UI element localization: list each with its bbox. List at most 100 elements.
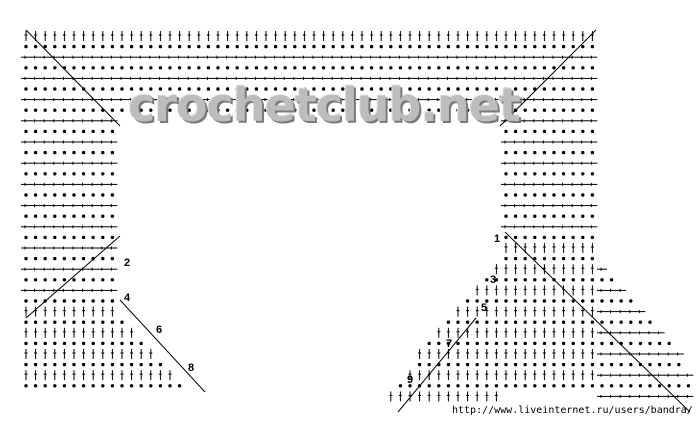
chain-dot bbox=[513, 256, 518, 261]
chain-dot bbox=[149, 108, 153, 112]
chain-dot bbox=[101, 129, 105, 134]
chain-dot bbox=[619, 299, 623, 303]
chain-dot bbox=[24, 66, 28, 70]
chain-dot bbox=[101, 214, 105, 218]
chain-dot bbox=[389, 108, 393, 112]
chain-dot bbox=[110, 172, 115, 176]
chain-dot bbox=[139, 341, 143, 346]
chain-dot bbox=[523, 44, 527, 49]
chain-dot bbox=[273, 44, 278, 49]
chain-dot bbox=[552, 235, 556, 240]
chain-dot bbox=[129, 66, 134, 70]
chain-dot bbox=[24, 384, 28, 388]
chain-dot bbox=[504, 341, 508, 346]
chain-dot bbox=[485, 362, 489, 367]
diagonal-stitch-top-left bbox=[25, 29, 121, 127]
chain-dot bbox=[168, 66, 172, 70]
chain-dot bbox=[91, 341, 95, 346]
chain-dot bbox=[62, 362, 67, 367]
chain-dot bbox=[331, 87, 335, 91]
chain-dot bbox=[33, 87, 38, 91]
chain-dot bbox=[552, 299, 556, 303]
chain-dot bbox=[629, 299, 633, 303]
chain-dot bbox=[465, 341, 470, 346]
chain-dot bbox=[398, 66, 403, 70]
chain-dot bbox=[581, 150, 585, 155]
chain-dot bbox=[24, 320, 28, 324]
chain-dot bbox=[581, 362, 585, 367]
chain-dot bbox=[542, 256, 547, 261]
chain-dot bbox=[552, 66, 556, 70]
chain-dot bbox=[33, 256, 38, 261]
chain-dot bbox=[523, 362, 527, 367]
chain-dot bbox=[456, 341, 460, 346]
chain-dot bbox=[43, 320, 47, 324]
chain-dot bbox=[110, 362, 115, 367]
chain-dot bbox=[523, 172, 527, 176]
chain-dot bbox=[437, 384, 441, 388]
chain-dot bbox=[523, 320, 527, 324]
chain-dot bbox=[552, 362, 556, 367]
chain-dot bbox=[504, 150, 508, 155]
chain-dot bbox=[24, 87, 28, 91]
chain-dot bbox=[225, 44, 230, 49]
chain-dot bbox=[33, 299, 38, 303]
chain-dot bbox=[72, 320, 76, 324]
chain-dot bbox=[542, 299, 547, 303]
chain-dot bbox=[283, 87, 287, 91]
chain-dot bbox=[581, 193, 585, 197]
chain-dot bbox=[62, 299, 67, 303]
chain-dot bbox=[81, 235, 86, 240]
chain-dot bbox=[590, 214, 595, 218]
chain-dot bbox=[629, 320, 633, 324]
chain-dot bbox=[561, 235, 566, 240]
chain-dot bbox=[149, 44, 153, 49]
chain-dot bbox=[590, 384, 595, 388]
chain-dot bbox=[120, 108, 124, 112]
chain-dot bbox=[33, 193, 38, 197]
chain-dot bbox=[465, 320, 470, 324]
diagonal-stitch-right-flare-outer bbox=[397, 317, 477, 413]
chain-dot bbox=[504, 320, 508, 324]
chain-dot bbox=[542, 278, 547, 282]
chain-dot bbox=[677, 384, 681, 388]
chain-dot bbox=[158, 384, 163, 388]
chain-dot bbox=[91, 129, 95, 134]
chain-dot bbox=[513, 87, 518, 91]
chain-dot bbox=[110, 129, 115, 134]
chain-dot bbox=[53, 214, 57, 218]
chain-dot bbox=[177, 87, 182, 91]
chain-dot bbox=[379, 66, 383, 70]
chain-dot bbox=[149, 66, 153, 70]
chain-dot bbox=[101, 235, 105, 240]
chain-dot bbox=[139, 108, 143, 112]
chain-dot bbox=[389, 66, 393, 70]
source-credit: http://www.liveinternet.ru/users/bandra/ bbox=[452, 405, 693, 416]
chain-dot bbox=[590, 362, 595, 367]
chain-dot bbox=[513, 320, 518, 324]
chain-dot bbox=[513, 278, 518, 282]
chain-dot bbox=[245, 87, 249, 91]
chain-dot bbox=[523, 235, 527, 240]
chain-dot bbox=[408, 87, 412, 91]
chain-dot bbox=[523, 87, 527, 91]
chain-dot bbox=[43, 150, 47, 155]
chain-dot bbox=[513, 235, 518, 240]
chain-dot bbox=[561, 278, 566, 282]
chain-dot bbox=[552, 172, 556, 176]
chain-dot bbox=[312, 108, 316, 112]
chain-dot bbox=[657, 341, 662, 346]
chain-dot bbox=[120, 384, 124, 388]
chain-dot bbox=[456, 320, 460, 324]
chain-dot bbox=[475, 320, 479, 324]
chain-dot bbox=[504, 172, 508, 176]
chain-dot bbox=[235, 108, 239, 112]
chain-dot bbox=[523, 256, 527, 261]
chain-dot bbox=[427, 108, 431, 112]
chain-dot bbox=[254, 44, 259, 49]
chain-dot bbox=[581, 341, 585, 346]
chain-dot bbox=[62, 129, 67, 134]
chain-dot bbox=[590, 320, 595, 324]
chain-dot bbox=[408, 44, 412, 49]
chain-dot bbox=[552, 320, 556, 324]
